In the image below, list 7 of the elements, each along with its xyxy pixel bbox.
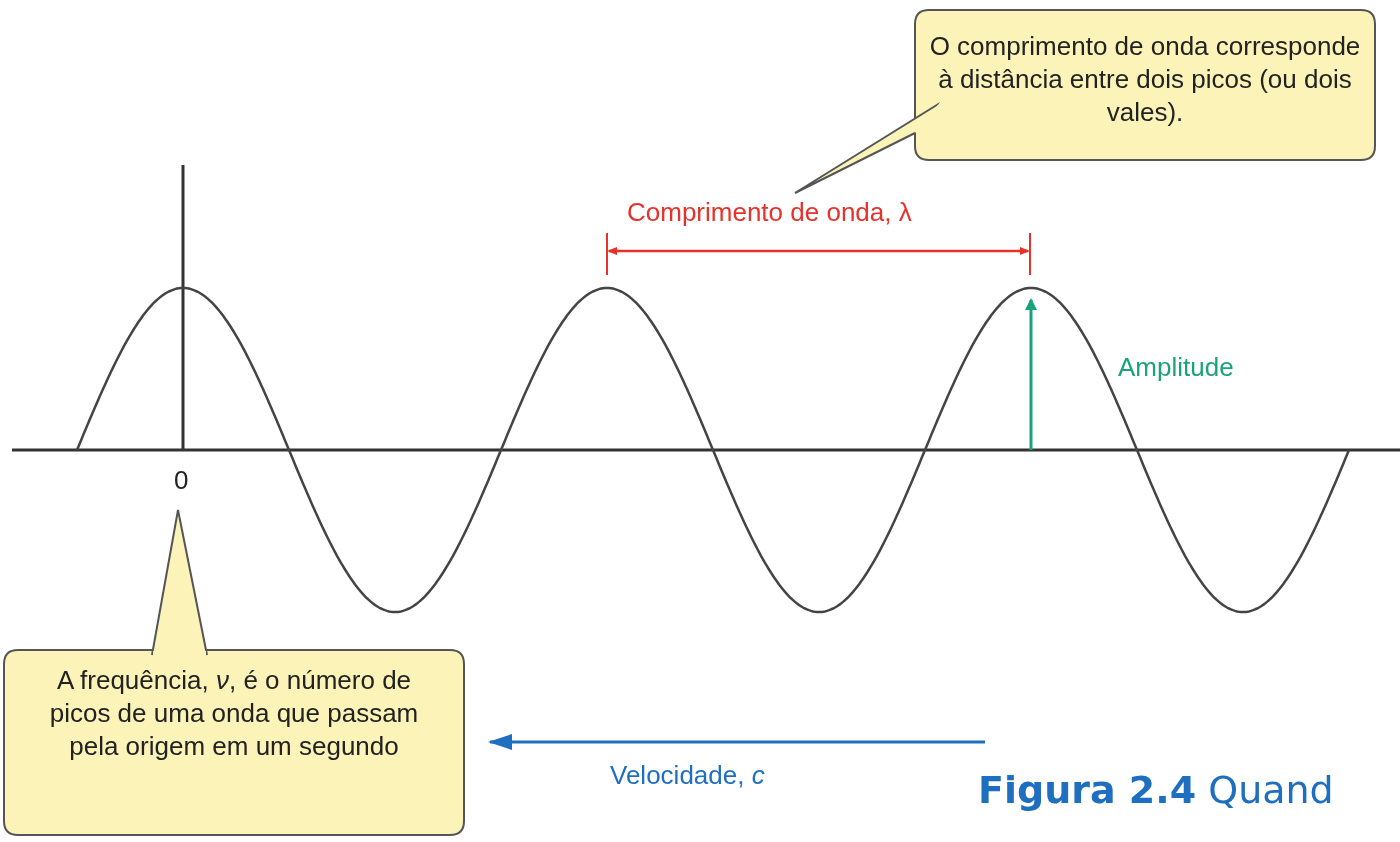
amplitude-label: Amplitude: [1118, 352, 1234, 383]
callout-text: A frequência, ν, é o número de picos de uma onda que passam pela origem em um segundo: [48, 664, 420, 763]
origin-tick-label: 0: [174, 465, 189, 496]
dimension-label: Comprimento de onda, λ: [627, 197, 912, 228]
callout-text: O comprimento de onda corresponde à distância entre dois picos (ou dois vales).: [928, 30, 1362, 129]
velocity-label: Velocidade, c: [610, 760, 765, 791]
figure-caption: Figura 2.4 Quand: [978, 768, 1334, 812]
